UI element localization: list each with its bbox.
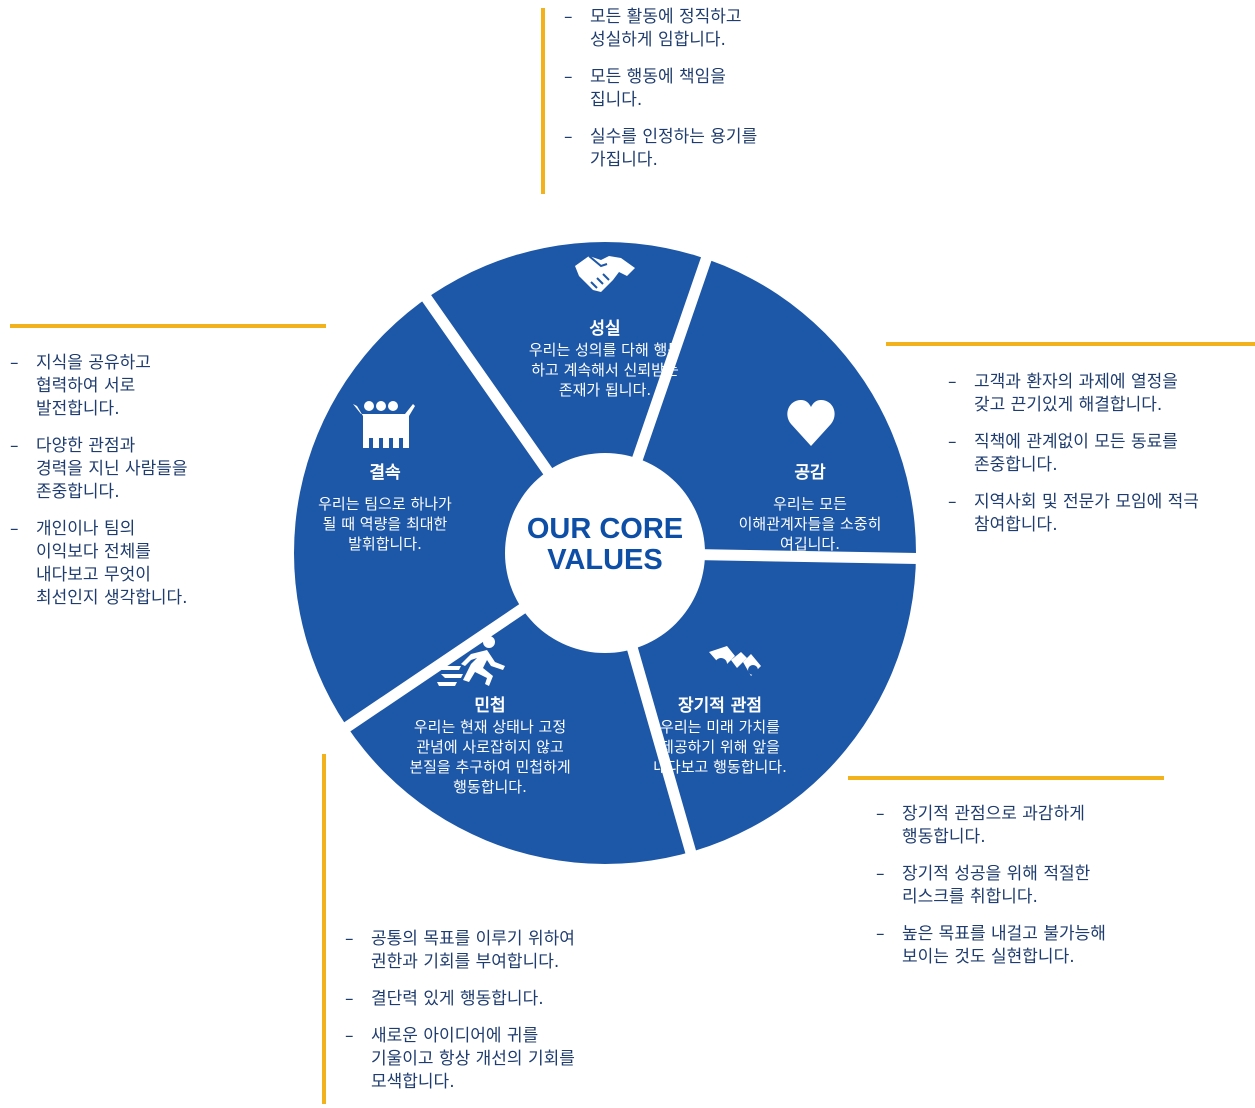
agility-point: 새로운 아이디어에 귀를 기울이고 항상 개선의 기회를 모색합니다. bbox=[345, 1025, 645, 1094]
segment-description: 우리는 모든 이해관계자들을 소중히 여깁니다. bbox=[738, 495, 882, 553]
segment-title: 민첩 bbox=[474, 696, 506, 716]
long-term-accent-line bbox=[848, 776, 1164, 780]
integrity-accent-line bbox=[541, 8, 545, 194]
integrity-point: 모든 활동에 정직하고 성실하게 임합니다. bbox=[564, 6, 844, 52]
agility-accent-line bbox=[322, 754, 326, 1104]
unity-accent-line bbox=[10, 324, 326, 328]
segment-unity: 결속 우리는 팀으로 하나가 될 때 역량을 최대한 발휘합니다. bbox=[285, 462, 485, 554]
handshake-icon bbox=[575, 255, 635, 292]
segment-divider bbox=[336, 581, 559, 737]
segment-description: 우리는 성의를 다해 행동 하고 계속해서 신뢰받는 존재가 됩니다. bbox=[528, 341, 682, 399]
segment-title: 성실 bbox=[589, 319, 621, 339]
segment-description: 우리는 현재 상태나 고정 관념에 사로잡히지 않고 본질을 추구하여 민첩하게… bbox=[409, 718, 571, 796]
segment-title: 장기적 관점 bbox=[677, 696, 763, 716]
long-term-point: 장기적 성공을 위해 적절한 리스크를 취합니다. bbox=[876, 863, 1176, 909]
segment-title: 결속 bbox=[369, 463, 401, 483]
segment-divider bbox=[616, 609, 699, 863]
center-hub bbox=[505, 453, 705, 653]
segment-description: 우리는 미래 가치를 제공하기 위해 앞을 내다보고 행동합니다. bbox=[653, 718, 787, 776]
unity-point: 다양한 관점과 경력을 지닌 사람들을 존중합니다. bbox=[10, 435, 270, 504]
segment-long-term: 장기적 관점 우리는 미래 가치를 제공하기 위해 앞을 내다보고 행동합니다. bbox=[620, 695, 820, 777]
heart-icon bbox=[787, 400, 835, 446]
segment-divider bbox=[416, 287, 576, 508]
segment-dividers bbox=[336, 248, 926, 863]
integrity-point: 실수를 인정하는 용기를 가집니다. bbox=[564, 126, 844, 172]
segment-empathy: 공감 우리는 모든 이해관계자들을 소중히 여깁니다. bbox=[695, 462, 925, 554]
team-icon bbox=[353, 401, 415, 448]
binoculars-icon bbox=[709, 646, 761, 676]
long-term-point: 장기적 관점으로 과감하게 행동합니다. bbox=[876, 803, 1176, 849]
segment-divider bbox=[664, 548, 926, 565]
long-term-callout-list: 장기적 관점으로 과감하게 행동합니다. 장기적 성공을 위해 적절한 리스크를… bbox=[876, 803, 1176, 983]
running-person-icon bbox=[437, 636, 505, 686]
segment-agility: 민첩 우리는 현재 상태나 고정 관념에 사로잡히지 않고 본질을 추구하여 민… bbox=[375, 695, 605, 797]
unity-point: 지식을 공유하고 협력하여 서로 발전합니다. bbox=[10, 352, 270, 421]
integrity-callout-list: 모든 활동에 정직하고 성실하게 임합니다. 모든 행동에 책임을 집니다. 실… bbox=[564, 6, 844, 186]
empathy-point: 지역사회 및 전문가 모임에 적극 참여합니다. bbox=[948, 491, 1255, 537]
unity-callout-list: 지식을 공유하고 협력하여 서로 발전합니다. 다양한 관점과 경력을 지닌 사… bbox=[10, 352, 270, 624]
unity-point: 개인이나 팀의 이익보다 전체를 내다보고 무엇이 최선인지 생각합니다. bbox=[10, 518, 270, 610]
segment-divider bbox=[619, 248, 715, 499]
integrity-point: 모든 행동에 책임을 집니다. bbox=[564, 66, 844, 112]
agility-point: 공통의 목표를 이루기 위하여 권한과 기회를 부여합니다. bbox=[345, 928, 645, 974]
center-title: OUR CORE VALUES bbox=[526, 513, 684, 576]
empathy-point: 직책에 관계없이 모든 동료를 존중합니다. bbox=[948, 431, 1255, 477]
agility-callout-list: 공통의 목표를 이루기 위하여 권한과 기회를 부여합니다. 결단력 있게 행동… bbox=[345, 928, 645, 1108]
empathy-accent-line bbox=[886, 342, 1255, 346]
segment-integrity: 성실 우리는 성의를 다해 행동 하고 계속해서 신뢰받는 존재가 됩니다. bbox=[480, 318, 730, 400]
segment-description: 우리는 팀으로 하나가 될 때 역량을 최대한 발휘합니다. bbox=[318, 495, 452, 553]
segment-title: 공감 bbox=[794, 463, 826, 483]
empathy-point: 고객과 환자의 과제에 열정을 갖고 끈기있게 해결합니다. bbox=[948, 371, 1255, 417]
long-term-point: 높은 목표를 내걸고 불가능해 보이는 것도 실현합니다. bbox=[876, 923, 1176, 969]
agility-point: 결단력 있게 행동합니다. bbox=[345, 988, 645, 1011]
empathy-callout-list: 고객과 환자의 과제에 열정을 갖고 끈기있게 해결합니다. 직책에 관계없이 … bbox=[948, 371, 1255, 551]
